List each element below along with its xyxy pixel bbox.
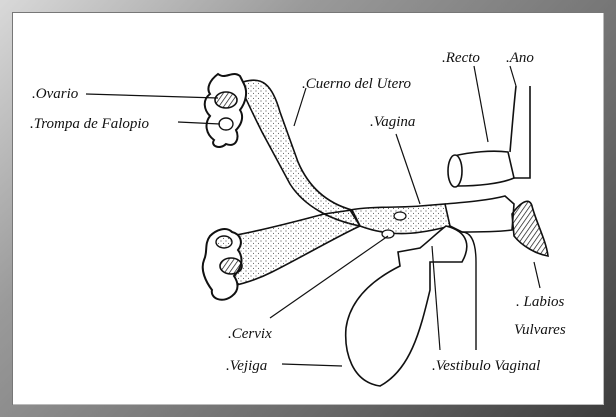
vulvar-labia (512, 201, 548, 256)
label-recto: .Recto (442, 50, 480, 66)
label-ovario: .Ovario (32, 86, 79, 102)
lower-uterine-horn (230, 210, 360, 286)
vaginal-canal (445, 196, 514, 232)
lower-ovary (220, 258, 242, 274)
label-cervix: .Cervix (228, 326, 272, 342)
rectum (454, 151, 514, 186)
leader-lines (86, 66, 540, 366)
lower-tube-opening (216, 236, 232, 248)
leader-vagina (396, 134, 420, 204)
upper-tube-opening (219, 118, 233, 130)
upper-fallopian-tube (205, 74, 246, 147)
leader-vejiga (282, 364, 342, 366)
label-labios: . Labios (516, 294, 565, 310)
leader-ovario (86, 94, 218, 98)
label-vagina: .Vagina (370, 114, 415, 130)
leader-recto (474, 66, 488, 142)
leader-ano (510, 66, 516, 86)
anal-canal (510, 86, 530, 178)
cervix-lower-oval (382, 230, 394, 238)
diagram-canvas: .Ovario .Trompa de Falopio .Cuerno del U… (12, 12, 604, 405)
cervix-upper-oval (394, 212, 406, 220)
leader-cuerno (294, 88, 306, 126)
rectum-opening (448, 155, 462, 187)
label-vejiga: .Vejiga (226, 358, 267, 374)
label-ano: .Ano (506, 50, 534, 66)
label-cuerno-del-utero: .Cuerno del Utero (302, 76, 412, 92)
leader-labios (534, 262, 540, 288)
upper-ovary (215, 92, 237, 108)
label-vestibulo-vaginal: .Vestibulo Vaginal (432, 358, 540, 374)
label-vulvares: Vulvares (514, 322, 566, 338)
label-trompa-de-falopio: .Trompa de Falopio (30, 116, 150, 132)
reproductive-anatomy-diagram: .Ovario .Trompa de Falopio .Cuerno del U… (12, 12, 604, 405)
